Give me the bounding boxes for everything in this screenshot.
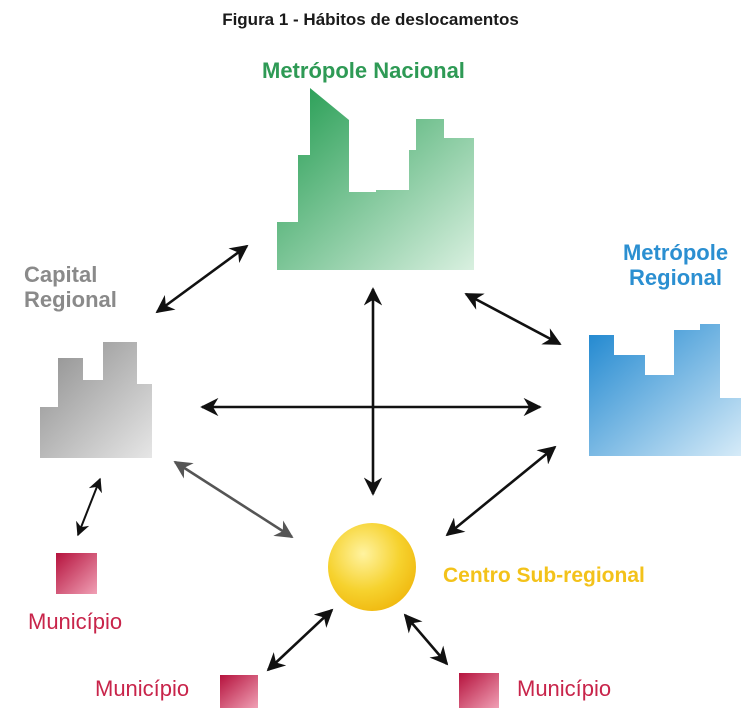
metropole-regional-label-line1: Metrópole	[622, 240, 729, 265]
metropole-regional-label-line2: Regional	[629, 265, 722, 291]
capital-regional-skyline-icon	[40, 342, 152, 458]
municipio-square-icon-bottom-left	[220, 675, 258, 708]
arrow-regional-subregional	[445, 445, 557, 537]
metropole-regional-skyline-icon	[589, 324, 741, 456]
arrow-nacional-regional	[464, 292, 562, 346]
arrow-capital-subregional	[173, 460, 294, 539]
municipio-label-bottom-left: Município	[95, 676, 190, 701]
centro-sub-regional-circle-icon	[328, 523, 416, 611]
municipio-square-icon-bottom-right	[459, 673, 499, 708]
capital-regional-label-line1: Capital	[24, 262, 98, 287]
capital-regional-label: Capital Regional	[24, 262, 117, 313]
metropole-nacional-label: Metrópole Nacional	[262, 58, 465, 83]
arrow-subregional-municipio-left	[266, 608, 334, 672]
municipio-label-left: Município	[28, 609, 123, 634]
arrow-capital-nacional	[155, 244, 249, 314]
arrow-capital-municipio	[76, 477, 102, 537]
arrow-subregional-municipio-right	[403, 613, 449, 666]
centro-sub-regional-label: Centro Sub-regional	[443, 564, 645, 587]
figure-title: Figura 1 - Hábitos de deslocamentos	[222, 10, 519, 29]
municipio-square-icon-left	[56, 553, 97, 594]
municipio-label-bottom-right: Município	[517, 676, 612, 701]
metropole-nacional-skyline-icon	[277, 88, 474, 270]
capital-regional-label-line2: Regional	[24, 287, 117, 313]
metropole-regional-label: Metrópole Regional	[610, 240, 741, 291]
